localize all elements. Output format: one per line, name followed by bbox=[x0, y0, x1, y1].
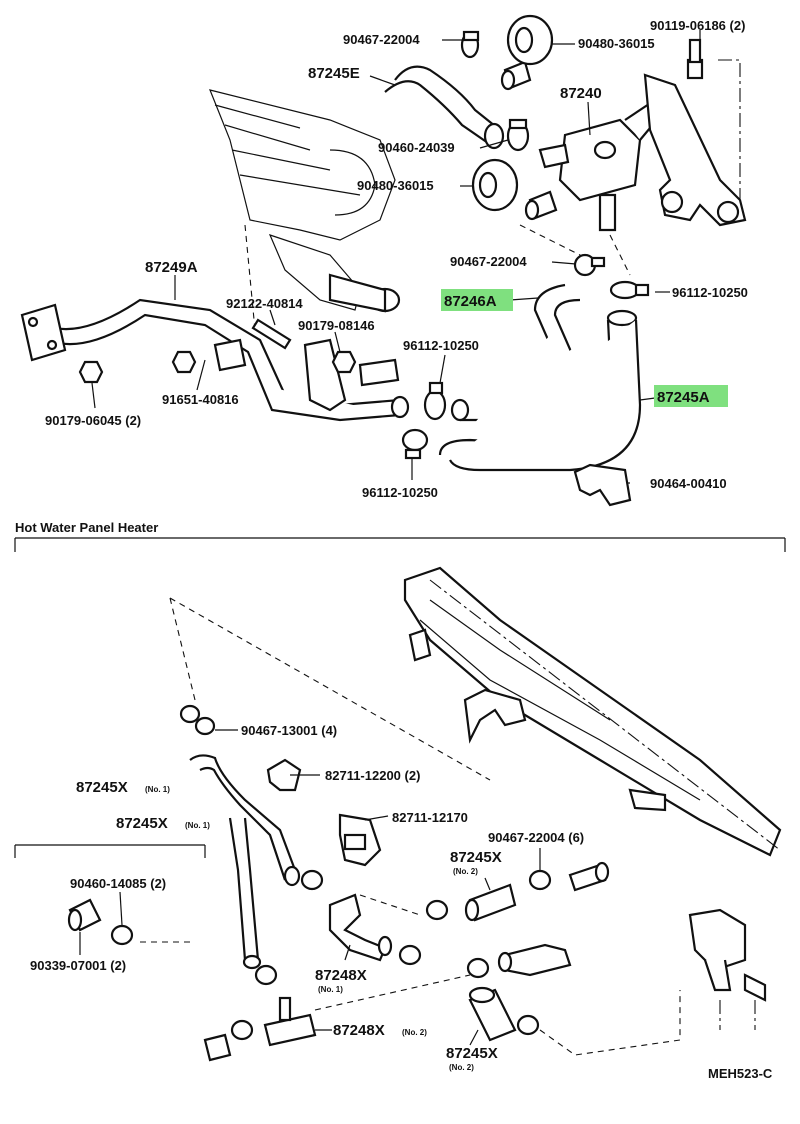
hose-87245X-no2-d[interactable] bbox=[468, 986, 517, 1042]
highlight-87245A bbox=[654, 385, 728, 407]
clamp-small-4[interactable] bbox=[230, 1019, 254, 1041]
grommet-90480-36015-top[interactable] bbox=[506, 14, 554, 66]
label-90460-24039[interactable]: 90460-24039 bbox=[378, 140, 455, 155]
pipe-87249A[interactable] bbox=[20, 298, 410, 422]
leader-lines-top bbox=[91, 30, 701, 484]
highlight-87246A bbox=[441, 289, 513, 311]
clamp-82711-12170[interactable] bbox=[338, 813, 382, 867]
label-87245A[interactable]: 87245A bbox=[657, 389, 710, 406]
hose-87245X-no2-c[interactable] bbox=[464, 883, 517, 922]
clamp-small-5[interactable] bbox=[516, 1014, 540, 1036]
label-91651-40816[interactable]: 91651-40816 bbox=[162, 392, 239, 407]
label-90119-06186[interactable]: 90119-06186 (2) bbox=[650, 18, 745, 33]
clamp-96112-10250-right[interactable] bbox=[609, 280, 650, 300]
label-87246A[interactable]: 87246A bbox=[444, 293, 497, 310]
label-87245X-no2-d[interactable]: 87245X bbox=[446, 1045, 498, 1062]
nut-90179-06045[interactable] bbox=[78, 360, 104, 384]
label-90467-13001[interactable]: 90467-13001 (4) bbox=[241, 723, 337, 738]
clip-90464-00410[interactable] bbox=[573, 463, 632, 507]
label-96112-10250-bottom[interactable]: 96112-10250 bbox=[362, 485, 438, 500]
leader-bracket bbox=[718, 59, 741, 200]
valve-87240[interactable] bbox=[538, 98, 667, 232]
label-90339-07001[interactable]: 90339-07001 (2) bbox=[30, 958, 126, 973]
grommet-90480-36015-mid[interactable] bbox=[471, 158, 519, 212]
leader-lower-right bbox=[539, 990, 681, 1056]
clamp-96112-10250-mid[interactable] bbox=[423, 381, 447, 421]
engine-block-sketch bbox=[209, 89, 401, 331]
label-87249A[interactable]: 87249A bbox=[145, 259, 198, 276]
clamp-96112-10250-bottom[interactable] bbox=[401, 428, 429, 460]
fitting-top[interactable] bbox=[500, 60, 532, 91]
label-90460-14085[interactable]: 90460-14085 (2) bbox=[70, 876, 166, 891]
nut-91651-40816[interactable] bbox=[171, 350, 197, 374]
leader-mid bbox=[519, 224, 586, 261]
label-87248X-no2[interactable]: 87248X bbox=[333, 1022, 385, 1039]
label-96112-10250-right[interactable]: 96112-10250 bbox=[672, 285, 748, 300]
label-82711-12170[interactable]: 82711-12170 bbox=[392, 810, 468, 825]
label-90179-08146[interactable]: 90179-08146 bbox=[298, 318, 375, 333]
valve-bracket[interactable] bbox=[643, 73, 747, 227]
bolt-90119-06186[interactable] bbox=[686, 38, 704, 80]
label-87245X-no1-a[interactable]: 87245X bbox=[76, 779, 128, 796]
label-96112-10250-mid[interactable]: 96112-10250 bbox=[403, 338, 479, 353]
label-87248X-no1[interactable]: 87248X bbox=[315, 967, 367, 984]
fitting-lower[interactable] bbox=[497, 943, 572, 977]
leader-valve-down bbox=[609, 234, 631, 276]
hose-87245E[interactable] bbox=[384, 65, 505, 150]
label-82711-12200[interactable]: 82711-12200 (2) bbox=[325, 768, 420, 783]
clamp-90467-13001[interactable] bbox=[179, 704, 216, 736]
hose-90339-07001[interactable] bbox=[67, 898, 102, 932]
clamp-82711-12200[interactable] bbox=[266, 758, 302, 792]
pipe-87248X-no1[interactable] bbox=[328, 893, 393, 962]
hose-87245A[interactable] bbox=[438, 309, 642, 472]
leader-87248X-1 bbox=[359, 894, 421, 916]
label-90480-36015-top[interactable]: 90480-36015 bbox=[578, 36, 655, 51]
section-bracket bbox=[14, 537, 786, 552]
label-87240[interactable]: 87240 bbox=[560, 85, 602, 102]
label-90467-22004-mid[interactable]: 90467-22004 bbox=[450, 254, 527, 269]
pipe-87248X-no2[interactable] bbox=[203, 996, 317, 1062]
clamp-90460-24039[interactable] bbox=[506, 118, 530, 152]
label-90480-36015-mid[interactable]: 90480-36015 bbox=[357, 178, 434, 193]
label-90464-00410[interactable]: 90464-00410 bbox=[650, 476, 727, 491]
label-87245E[interactable]: 87245E bbox=[308, 65, 360, 82]
clamp-small-1[interactable] bbox=[254, 869, 324, 986]
nut-90179-08146[interactable] bbox=[331, 350, 357, 374]
label-87245X-no2-c-sub: (No. 2) bbox=[453, 867, 478, 876]
part-labels: 90467-22004 90480-36015 90119-06186 (2) … bbox=[15, 18, 773, 1081]
hose-87245X-no1-a[interactable] bbox=[189, 754, 301, 887]
clamp-90467-22004-low[interactable] bbox=[528, 869, 552, 891]
label-87248X-no2-sub: (No. 2) bbox=[402, 1028, 427, 1037]
clamp-90467-22004-mid[interactable] bbox=[573, 253, 606, 277]
small-part-box bbox=[14, 844, 206, 858]
heater-panel-body[interactable] bbox=[403, 566, 782, 857]
label-90179-06045[interactable]: 90179-06045 (2) bbox=[45, 413, 141, 428]
label-87248X-no1-sub: (No. 1) bbox=[318, 985, 343, 994]
section-title: Hot Water Panel Heater bbox=[15, 520, 158, 535]
clamp-small-3[interactable] bbox=[466, 957, 490, 979]
label-87245X-no1-b[interactable]: 87245X bbox=[116, 815, 168, 832]
stud-92122-40814[interactable] bbox=[251, 318, 292, 350]
hose-87245X-no1-b[interactable] bbox=[228, 817, 262, 970]
clamp-90460-14085[interactable] bbox=[110, 924, 134, 946]
label-90467-22004-top[interactable]: 90467-22004 bbox=[343, 32, 420, 47]
panel-centerline bbox=[429, 579, 781, 851]
label-90467-22004-low[interactable]: 90467-22004 (6) bbox=[488, 830, 584, 845]
leader-87248X-2 bbox=[314, 974, 471, 1011]
label-87245X-no2-d-sub: (No. 2) bbox=[449, 1063, 474, 1072]
diagram-code: MEH523-C bbox=[708, 1066, 773, 1081]
fitting-mid[interactable] bbox=[524, 190, 558, 221]
fitting-low[interactable] bbox=[568, 861, 610, 892]
valve-lower-right[interactable] bbox=[688, 908, 767, 1002]
label-87245X-no2-c[interactable]: 87245X bbox=[450, 849, 502, 866]
clamp-90467-22004-top[interactable] bbox=[460, 30, 480, 59]
label-92122-40814[interactable]: 92122-40814 bbox=[226, 296, 303, 311]
clamp-small-2[interactable] bbox=[398, 899, 449, 966]
label-87245X-no1-a-sub: (No. 1) bbox=[145, 785, 170, 794]
leader-lines-lower bbox=[79, 729, 541, 1046]
label-87245X-no1-b-sub: (No. 1) bbox=[185, 821, 210, 830]
valve-centerlines bbox=[719, 1000, 756, 1030]
